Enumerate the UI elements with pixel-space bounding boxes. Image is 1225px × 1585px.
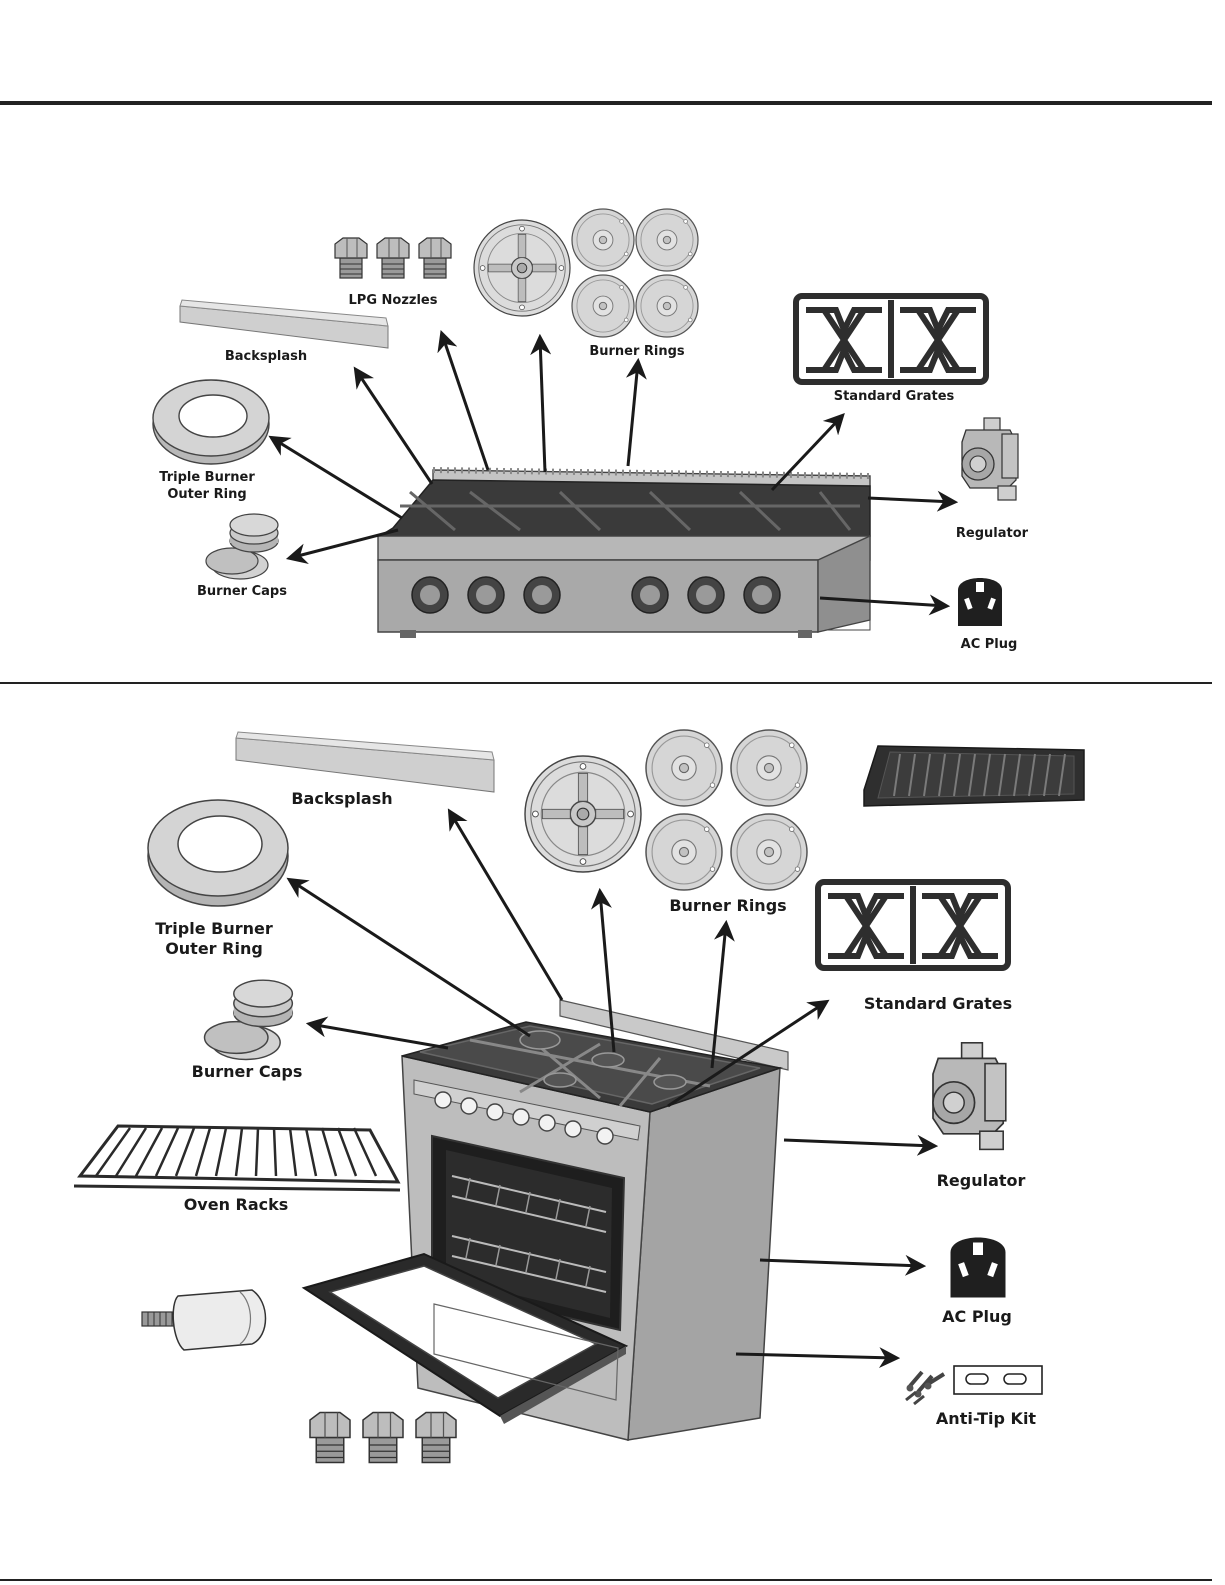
range-burner-caps-illustration [205, 980, 293, 1059]
range-label-anti-tip-kit: Anti-Tip Kit [936, 1409, 1037, 1428]
cooktop-burner-caps-illustration [206, 514, 278, 579]
range-label-triple-outer-ring-line1: Triple Burner [155, 919, 273, 938]
range-triple-burner-illustration [525, 756, 641, 872]
arrow-to-range-ac-plug [760, 1260, 922, 1266]
cooktop-label-regulator: Regulator [956, 526, 1029, 541]
cooktop-label-lpg-nozzles: LPG Nozzles [349, 293, 438, 308]
cooktop-label-triple-outer-ring-line1: Triple Burner [159, 470, 255, 485]
rangetop-appliance-illustration [378, 470, 870, 638]
arrow-to-range-regulator [784, 1140, 934, 1146]
range-section: Backsplash Burner Rings Triple Burner Ou… [74, 730, 1084, 1463]
range-label-ac-plug: AC Plug [942, 1307, 1012, 1326]
range-lpg-nozzles-illustration [310, 1413, 456, 1463]
cooktop-section: LPG Nozzles Burner Rings Backsplash Stan… [153, 209, 1029, 652]
cooktop-lpg-nozzles-illustration [335, 238, 451, 278]
cooktop-regulator-illustration [962, 418, 1018, 500]
cooktop-label-ac-plug: AC Plug [961, 637, 1018, 652]
cooktop-label-backsplash: Backsplash [225, 349, 307, 364]
range-label-oven-racks: Oven Racks [184, 1195, 289, 1214]
cooktop-label-burner-rings: Burner Rings [589, 344, 685, 359]
cooktop-label-burner-caps: Burner Caps [197, 584, 287, 599]
arrow-to-burner-rings [628, 362, 638, 466]
range-anti-tip-kit-illustration [906, 1366, 1042, 1404]
arrow-to-triple-outer-ring [272, 438, 402, 518]
arrow-to-range-triple-outer-ring [290, 880, 530, 1036]
range-burner-rings-illustration [646, 730, 807, 890]
cooktop-label-standard-grates: Standard Grates [834, 389, 955, 404]
range-standard-grates-illustration [818, 882, 1008, 968]
cooktop-triple-outer-ring-illustration [153, 380, 269, 464]
range-label-triple-outer-ring-line2: Outer Ring [165, 939, 263, 958]
range-label-burner-rings: Burner Rings [669, 896, 786, 915]
range-ac-plug-illustration [951, 1238, 1006, 1298]
arrow-to-triple-burner [540, 338, 545, 472]
range-leveling-leg-illustration [142, 1290, 266, 1350]
range-label-burner-caps: Burner Caps [192, 1062, 303, 1081]
range-backsplash-illustration [236, 732, 494, 792]
arrow-to-backsplash [356, 370, 432, 484]
range-triple-outer-ring-illustration [148, 800, 288, 906]
range-regulator-illustration [933, 1043, 1006, 1150]
cooktop-ac-plug-illustration [958, 578, 1002, 626]
arrow-to-regulator [868, 498, 954, 502]
cooktop-standard-grates-illustration [796, 296, 986, 382]
range-label-regulator: Regulator [937, 1171, 1026, 1190]
arrow-to-range-burner-caps [310, 1024, 448, 1048]
range-griddle-illustration [864, 746, 1084, 806]
range-appliance-illustration [304, 1000, 788, 1440]
arrow-to-range-triple-burner [600, 892, 614, 1052]
range-label-backsplash: Backsplash [291, 789, 392, 808]
range-oven-rack-illustration [74, 1126, 400, 1190]
range-label-standard-grates: Standard Grates [864, 994, 1012, 1013]
cooktop-triple-burner-illustration [474, 220, 570, 316]
cooktop-label-triple-outer-ring-line2: Outer Ring [167, 487, 246, 502]
cooktop-burner-rings-illustration [572, 209, 698, 337]
arrow-to-lpg-nozzles [442, 334, 488, 470]
